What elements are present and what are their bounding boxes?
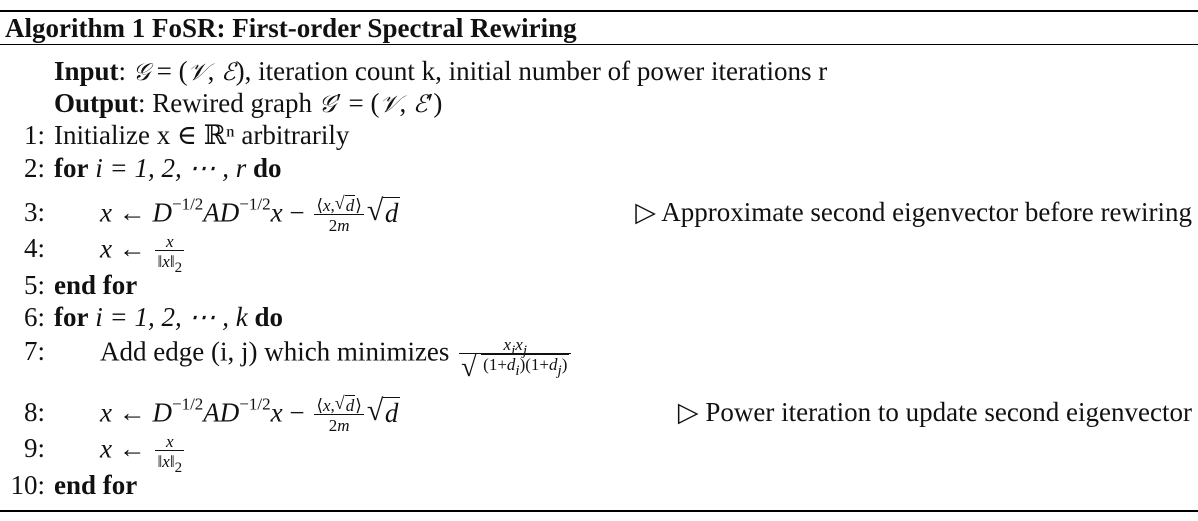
algo-line-1: 1: Initialize x ∈ ℝⁿ arbitrarily: [0, 120, 1198, 156]
line-text: Initialize x ∈ ℝⁿ arbitrarily: [54, 120, 350, 150]
top-rule: [0, 10, 1198, 12]
output-text: : Rewired graph: [138, 88, 312, 118]
input-text: , iteration count k, initial number of p…: [244, 56, 828, 86]
output-line: Output: Rewired graph 𝒢′ = (𝒱, ℰ′): [54, 88, 443, 118]
normalize-formula: x ← x‖x‖2: [100, 432, 185, 476]
algo-line-3: 3: x ← D−1/2AD−1/2x − ⟨x,d⟩2md ▷ Approxi…: [0, 194, 1198, 234]
keyword-do: do: [252, 153, 282, 183]
line-number: 3:: [23, 197, 45, 227]
algo-line-8: 8: x ← D−1/2AD−1/2x − ⟨x,d⟩2md ▷ Power i…: [0, 394, 1198, 434]
line-number: 2:: [23, 153, 45, 183]
algo-line-5: 5: end for: [0, 270, 1198, 306]
comment-power-iteration: ▷ Power iteration to update second eigen…: [677, 397, 1192, 427]
keyword-end-for: end for: [54, 470, 138, 500]
algo-line-7: 7: Add edge (i, j) which minimizes xixj(…: [0, 336, 1198, 382]
keyword-for: for: [54, 302, 89, 332]
line-number: 6:: [23, 302, 45, 332]
line-number: 8:: [23, 397, 45, 427]
algo-line-6: 6: for i = 1, 2, ⋯ , k do: [0, 302, 1198, 338]
algo-line-2: 2: for i = 1, 2, ⋯ , r do: [0, 153, 1198, 189]
eigen-update-formula: x ← D−1/2AD−1/2x − ⟨x,d⟩2md: [100, 194, 401, 234]
keyword-for: for: [54, 153, 89, 183]
line-number: 5:: [23, 270, 45, 300]
line-number: 10:: [10, 470, 45, 500]
line-number: 4:: [23, 233, 45, 263]
keyword-do: do: [254, 302, 283, 332]
input-line: Input: 𝒢 = (𝒱, ℰ), iteration count k, in…: [54, 56, 828, 86]
algo-line-4: 4: x ← x‖x‖2: [0, 232, 1198, 276]
eigen-update-formula: x ← D−1/2AD−1/2x − ⟨x,d⟩2md: [100, 394, 401, 434]
algorithm-title: Algorithm 1 FoSR: First-order Spectral R…: [5, 13, 577, 43]
line-number: 7:: [23, 336, 45, 366]
input-label: Input: [54, 56, 119, 86]
algo-line-9: 9: x ← x‖x‖2: [0, 432, 1198, 476]
loop-range: i = 1, 2, ⋯ , r: [95, 153, 247, 183]
loop-range: i = 1, 2, ⋯ , k: [95, 302, 248, 332]
line-text: Add edge (i, j) which minimizes: [100, 336, 450, 367]
comment-approximate: ▷ Approximate second eigenvector before …: [635, 197, 1192, 227]
algo-line-10: 10: end for: [0, 470, 1198, 506]
line-number: 9:: [23, 433, 45, 463]
title-rule: [0, 44, 1198, 45]
line-number: 1:: [23, 120, 45, 150]
output-label: Output: [54, 88, 139, 118]
keyword-end-for: end for: [54, 270, 138, 300]
bottom-rule: [0, 510, 1198, 512]
minimize-fraction: xixj(1+di)(1+dj): [459, 336, 572, 382]
normalize-formula: x ← x‖x‖2: [100, 232, 185, 276]
